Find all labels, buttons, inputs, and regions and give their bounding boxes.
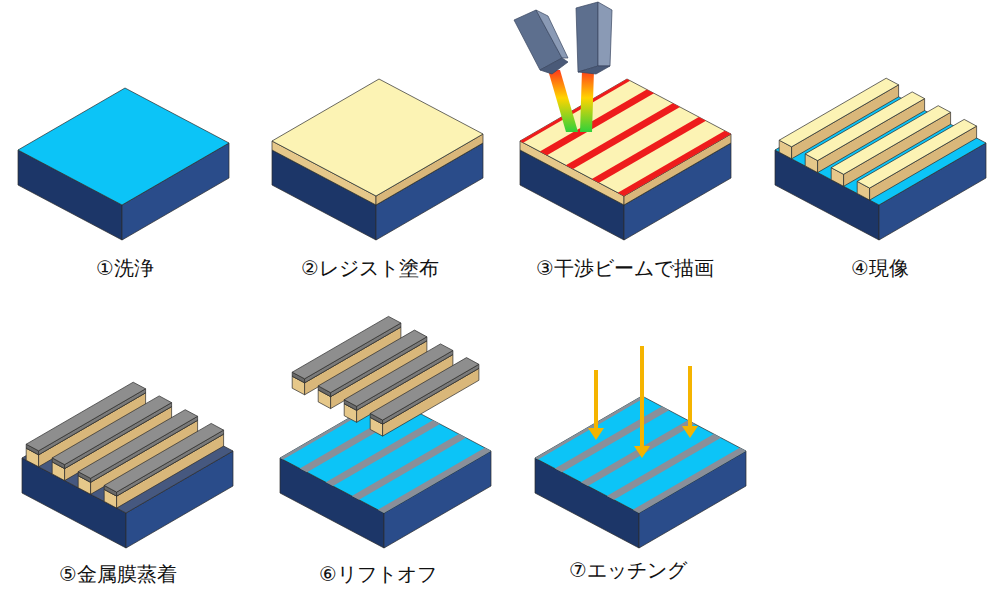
step-caption: ⑥リフトオフ — [319, 562, 437, 586]
laser-beam — [548, 70, 578, 132]
step-caption: ④現像 — [851, 256, 909, 280]
etch-arrow — [688, 366, 692, 428]
step-caption: ⑤金属膜蒸着 — [59, 562, 177, 586]
metal-mask — [633, 448, 746, 513]
substrate — [18, 88, 229, 205]
developed-resist — [775, 78, 986, 240]
beam-source — [576, 2, 598, 72]
metal-deposition — [22, 382, 233, 548]
step-caption: ③干渉ビームで描画 — [536, 256, 714, 280]
lift-off — [280, 316, 491, 548]
lifted-metal — [370, 358, 479, 421]
resist-bar — [870, 126, 977, 200]
metal-cap — [104, 423, 223, 492]
beam-source — [578, 66, 610, 74]
laser-beam — [580, 70, 594, 132]
metal-mask — [535, 396, 645, 460]
step-caption: ⑦エッチング — [569, 558, 687, 582]
step-caption: ②レジスト塗布 — [301, 256, 439, 280]
beam-source — [540, 58, 568, 74]
etch-arrow-head — [634, 446, 650, 458]
resist-layer — [272, 79, 483, 196]
substrate-clean — [18, 88, 229, 240]
metal-stripe — [378, 448, 491, 513]
exposed-stripe — [592, 117, 706, 183]
step-caption: ①洗浄 — [96, 256, 154, 280]
resist-bar — [857, 119, 976, 188]
metal-mask — [607, 434, 721, 500]
metal-mask — [581, 420, 695, 486]
exposed-stripe — [618, 131, 731, 196]
beam-source — [598, 2, 612, 66]
etch-arrow-head — [682, 426, 698, 438]
etch-arrow — [594, 370, 598, 430]
beam-source — [536, 10, 568, 58]
resist-coated-substrate — [272, 79, 483, 240]
etch-arrow — [640, 346, 644, 448]
exposed-stripe — [520, 79, 630, 143]
metal-stripe — [352, 434, 466, 500]
interference-exposure — [514, 2, 731, 240]
resist-layer — [520, 79, 731, 196]
lifted-metal — [383, 364, 479, 424]
etch-arrow-head — [588, 428, 604, 440]
metal-cap — [117, 430, 224, 496]
etching — [535, 346, 746, 548]
